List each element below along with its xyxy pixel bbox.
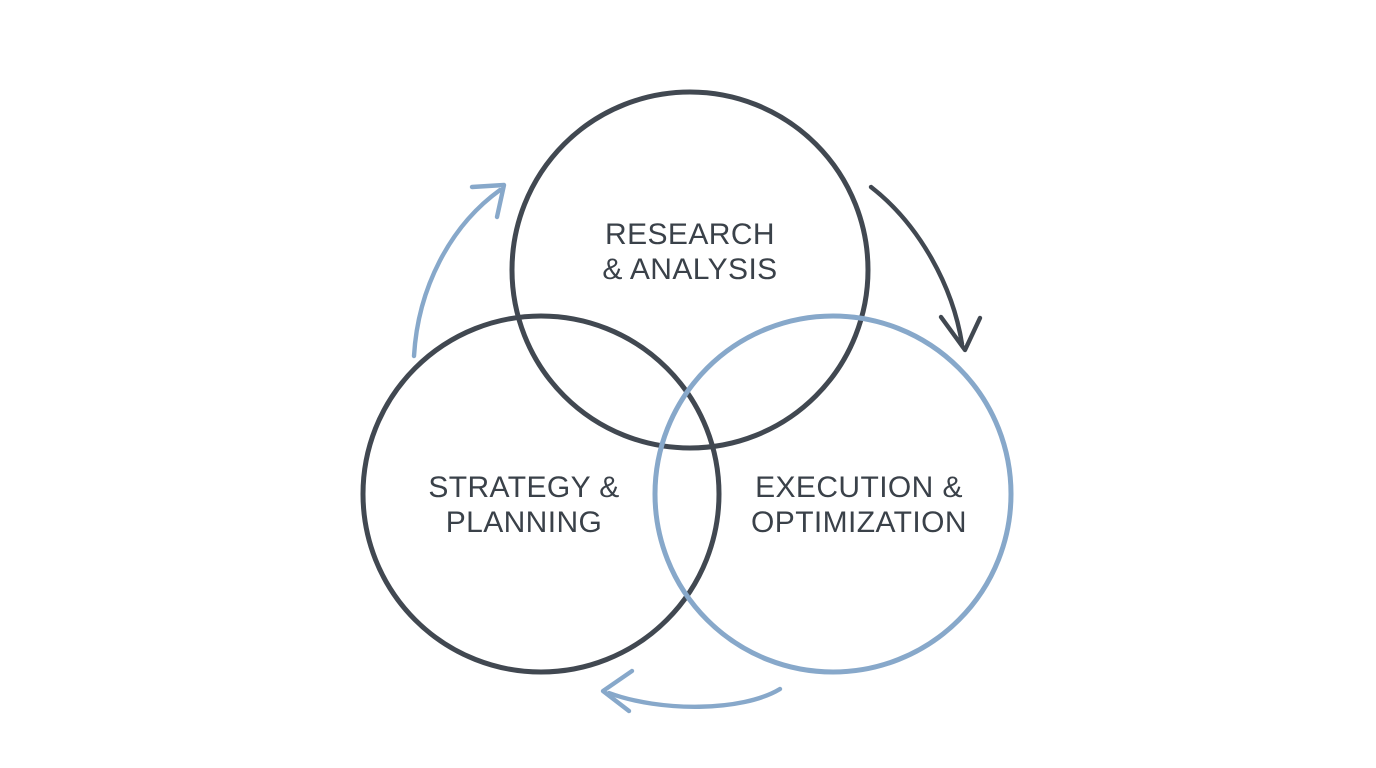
label-execution-line2: OPTIMIZATION xyxy=(751,506,967,539)
arrow-right-downward-shaft xyxy=(868,184,965,347)
arrow-research-to-execution xyxy=(868,184,983,353)
label-strategy-line2: PLANNING xyxy=(446,506,603,539)
circle-research-and-analysis[interactable] xyxy=(509,89,871,451)
arrow-right-downward-head xyxy=(938,314,983,353)
arrow-execution-to-strategy xyxy=(600,668,783,714)
arrow-left-upward-head xyxy=(469,182,507,220)
label-research-line1: RESEARCH xyxy=(605,218,775,251)
venn-circle-group xyxy=(360,89,1014,675)
arrow-bottom-leftward-head xyxy=(600,668,635,714)
circle-execution-and-optimization[interactable] xyxy=(652,313,1014,675)
label-strategy-line1: STRATEGY & xyxy=(428,471,619,504)
label-execution-line1: EXECUTION & xyxy=(755,471,963,504)
circle-label-group: RESEARCH & ANALYSIS STRATEGY & PLANNING … xyxy=(428,218,967,539)
cycle-arrow-group xyxy=(411,182,983,714)
arrow-strategy-to-research xyxy=(411,182,507,359)
arrow-bottom-leftward-shaft xyxy=(606,686,783,709)
circle-strategy-and-planning[interactable] xyxy=(360,313,722,675)
arrow-left-upward-shaft xyxy=(411,187,503,359)
label-research-line2: & ANALYSIS xyxy=(602,253,777,286)
